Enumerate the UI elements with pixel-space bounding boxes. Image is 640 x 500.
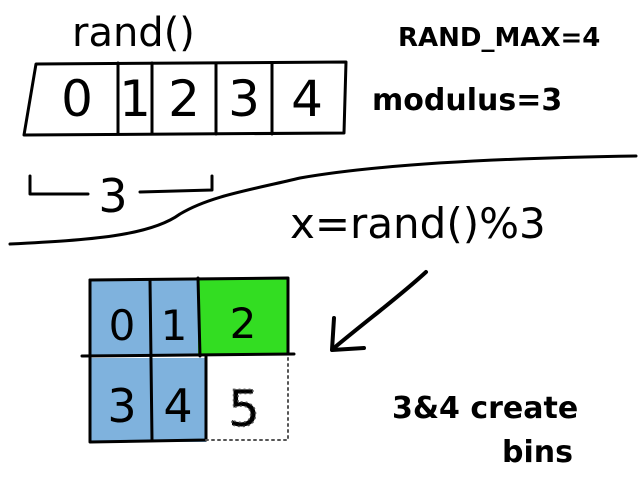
top-array-cell: 0 — [61, 70, 93, 128]
top-array-outline — [22, 60, 348, 137]
bins-note-line2: bins — [502, 435, 573, 470]
bins-outline-left — [88, 278, 208, 444]
bins-divider — [148, 278, 154, 442]
bin-cell-dotted: 5 — [228, 380, 260, 438]
bins-divider — [196, 276, 202, 358]
rand-max-note: RAND_MAX=4 — [398, 23, 600, 53]
arrow-head — [330, 316, 366, 352]
bin-cell: 1 — [161, 301, 188, 350]
bin-dotted-outline — [205, 355, 289, 441]
bin-fill-top-left — [90, 280, 200, 356]
formula-label: x=rand()%3 — [290, 199, 546, 248]
bin-cell: 0 — [109, 301, 136, 350]
bin-fill-bottom-left — [90, 358, 206, 442]
bins-midline — [80, 352, 296, 358]
top-array: 0 1 2 3 4 — [22, 60, 348, 137]
bin-cell: 3 — [107, 379, 136, 433]
pointer-arrow — [330, 270, 428, 352]
bin-cell: 4 — [163, 379, 192, 433]
bin-cell: 2 — [230, 299, 257, 348]
top-array-cell: 1 — [119, 70, 151, 128]
bracket-left — [28, 174, 90, 196]
bin-fill-green — [198, 278, 288, 354]
top-array-cell: 2 — [168, 70, 200, 128]
range-bracket: 3 — [28, 169, 214, 223]
top-array-cell: 3 — [228, 70, 260, 128]
bins-note-line1: 3&4 create — [392, 391, 578, 426]
range-label: 3 — [98, 169, 127, 223]
top-array-cell: 4 — [291, 70, 323, 128]
bracket-right — [138, 174, 214, 194]
bins-grid: 0 1 2 3 4 5 — [80, 276, 296, 444]
divider-curve — [8, 154, 638, 246]
modulus-note: modulus=3 — [372, 83, 562, 118]
bins-outline-top — [88, 276, 290, 356]
title-label: rand() — [72, 10, 195, 56]
arrow-shaft — [332, 270, 428, 350]
